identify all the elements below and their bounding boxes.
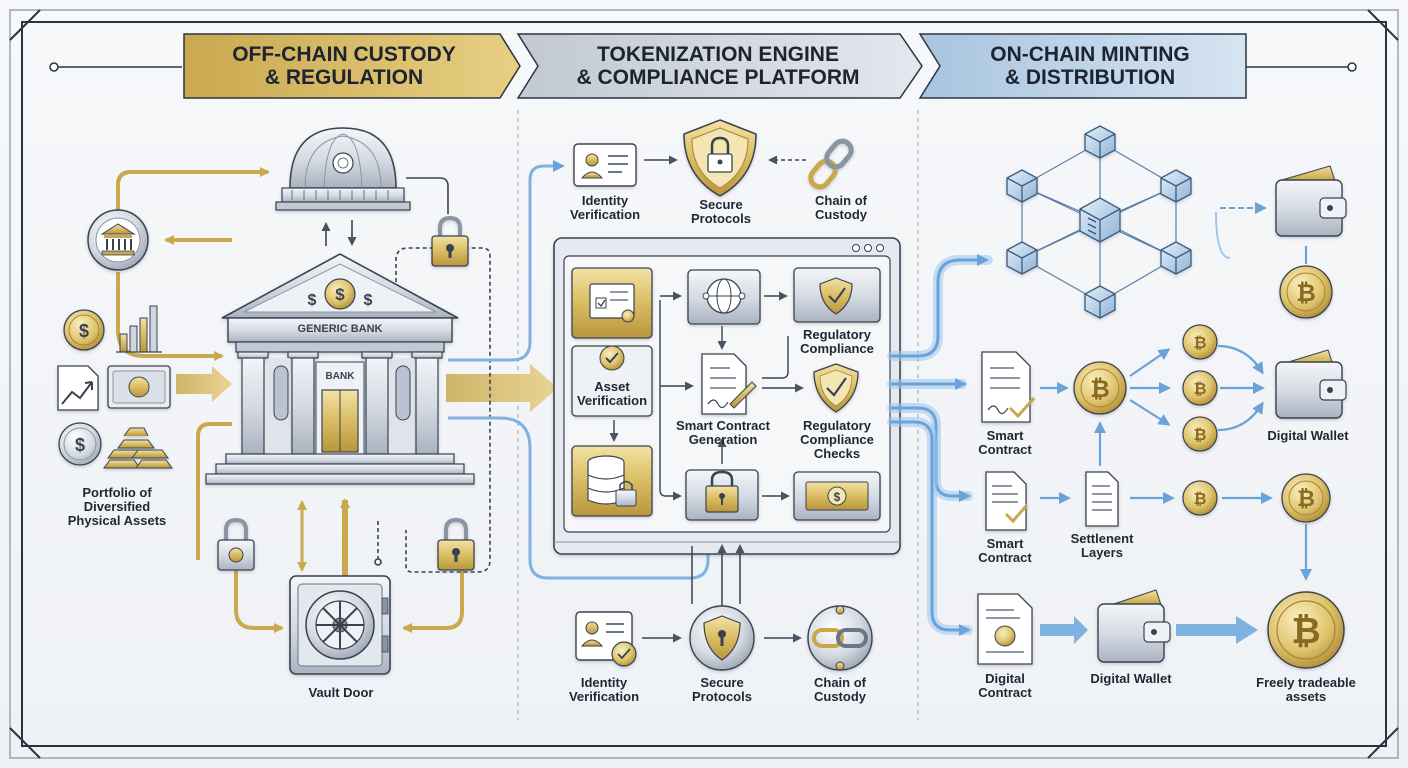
- svg-text:$: $: [364, 292, 373, 309]
- onchain-flow: [887, 254, 993, 636]
- blockchain-network-icon: [1006, 125, 1192, 319]
- identity-verification-label-top: Identity Verification: [569, 193, 641, 222]
- svg-text:$: $: [335, 285, 345, 304]
- svg-text:₿: ₿: [1193, 426, 1206, 444]
- banknote-icon: $: [793, 471, 881, 521]
- smart-contract-label-2: Smart Contract: [978, 536, 1032, 565]
- identity-verification-label-bottom: Identity Verification: [568, 675, 640, 704]
- padlock-icon: [685, 469, 759, 521]
- bitcoin-icon: ₿: [1279, 265, 1333, 319]
- engine-bottom-arrows: [642, 544, 802, 643]
- bank-building: $ $ $: [205, 253, 475, 485]
- svg-text:₿: ₿: [1291, 610, 1320, 651]
- regulatory-compliance-checks-label: Regulatory Compliance Checks: [800, 418, 874, 461]
- svg-text:$: $: [75, 435, 85, 455]
- svg-text:$: $: [834, 490, 841, 504]
- svg-text:₿: ₿: [1297, 486, 1315, 511]
- digital-wallet-label-right: Digital Wallet: [1267, 428, 1349, 443]
- vault-door-label: Vault Door: [308, 685, 374, 700]
- shield-check-icon: [793, 267, 881, 323]
- secure-protocols-label-bottom: Secure Protocols: [692, 675, 752, 704]
- bitcoin-icon: ₿: [1182, 480, 1218, 516]
- bitcoin-icon: ₿: [1281, 473, 1331, 523]
- banknote-icon: [107, 365, 171, 409]
- shield-check-icon: [813, 363, 859, 413]
- line-chart-icon: [57, 365, 99, 411]
- bank-pediment-text: GENERIC BANK: [297, 323, 383, 335]
- bitcoin-icon: ₿: [1182, 324, 1218, 360]
- svg-text:₿: ₿: [1193, 490, 1206, 508]
- asset-verification-tile: [571, 345, 653, 417]
- bitcoin-icon: ₿: [1267, 591, 1345, 669]
- database-lock-icon: [571, 445, 653, 517]
- header-onchain-title: ON-CHAIN MINTING & DISTRIBUTION: [990, 43, 1190, 89]
- document-icon: [977, 593, 1033, 665]
- portfolio-label: Portfolio of Diversified Physical Assets: [67, 485, 167, 528]
- chain-link-icon: [807, 605, 873, 671]
- digital-contract-label: Digital Contract: [978, 671, 1032, 700]
- bitcoin-icon: ₿: [1073, 361, 1127, 415]
- settlement-layers-label: Settlenent Layers: [1070, 531, 1134, 560]
- outer-frame: [9, 9, 1399, 759]
- asset-verification-label: Asset Verification: [576, 379, 648, 408]
- header-engine: [516, 33, 923, 99]
- smart-contract-label-1: Smart Contract: [978, 428, 1032, 457]
- chain-of-custody-label-bottom: Chain of Custody: [814, 675, 866, 704]
- chain-link-icon: [808, 138, 854, 190]
- bitcoin-icon: ₿: [1182, 370, 1218, 406]
- bank-icon: [87, 209, 149, 271]
- coin-icon: $: [63, 309, 105, 351]
- svg-text:₿: ₿: [1193, 380, 1206, 398]
- svg-text:$: $: [308, 292, 317, 309]
- svg-text:₿: ₿: [1090, 376, 1110, 403]
- chain-of-custody-label-top: Chain of Custody: [815, 193, 867, 222]
- header-engine-title: TOKENIZATION ENGINE & COMPLIANCE PLATFOR…: [576, 43, 860, 89]
- svg-text:$: $: [79, 321, 89, 341]
- smart-contract-generation-label: Smart Contract Generation: [676, 418, 770, 447]
- header-offchain: [183, 33, 521, 99]
- svg-text:₿: ₿: [1296, 280, 1316, 307]
- globe-icon: [687, 269, 761, 325]
- document-icon: [1085, 471, 1119, 527]
- bank-sign-text: BANK: [325, 371, 355, 382]
- vault-door-icon: [289, 575, 391, 675]
- document-icon: [981, 351, 1036, 423]
- gold-bars-icon: [103, 427, 173, 469]
- padlock-icon: [437, 517, 475, 571]
- wallet-icon: [1275, 349, 1347, 419]
- document-icon: [701, 353, 757, 415]
- dome-icon: [275, 127, 411, 211]
- svg-text:₿: ₿: [1193, 334, 1206, 352]
- bar-chart-icon: [116, 305, 162, 353]
- digital-wallet-label-mid: Digital Wallet: [1090, 671, 1172, 686]
- shield-lock-icon: [683, 119, 757, 197]
- wallet-icon: [1097, 589, 1171, 663]
- freely-tradeable-label: Freely tradeable assets: [1256, 675, 1356, 704]
- wallet-icon: [1275, 165, 1347, 237]
- shield-lock-icon: [689, 605, 755, 671]
- offchain-big-arrows: [176, 364, 558, 412]
- offchain-gray-arrows: [321, 177, 491, 573]
- document-icon: [985, 471, 1029, 531]
- document-check-tile: [571, 267, 653, 339]
- id-card-icon: [575, 611, 637, 667]
- onchain-arrows: [1040, 246, 1312, 581]
- platform-inner-arrows: [609, 291, 804, 501]
- bitcoin-icon: ₿: [1182, 416, 1218, 452]
- engine-feed-lines: [448, 160, 710, 580]
- header-onchain: [918, 33, 1247, 99]
- padlock-icon: [431, 215, 469, 267]
- arrow: [1215, 211, 1231, 259]
- regulatory-compliance-label: Regulatory Compliance: [800, 327, 874, 356]
- id-card-icon: [573, 143, 637, 187]
- secure-protocols-label-top: Secure Protocols: [691, 197, 751, 226]
- padlock-icon: [217, 517, 255, 571]
- onchain-thick-arrows: [1040, 616, 1258, 644]
- header-offchain-title: OFF-CHAIN CUSTODY & REGULATION: [232, 43, 456, 89]
- coin-icon: $: [58, 422, 102, 466]
